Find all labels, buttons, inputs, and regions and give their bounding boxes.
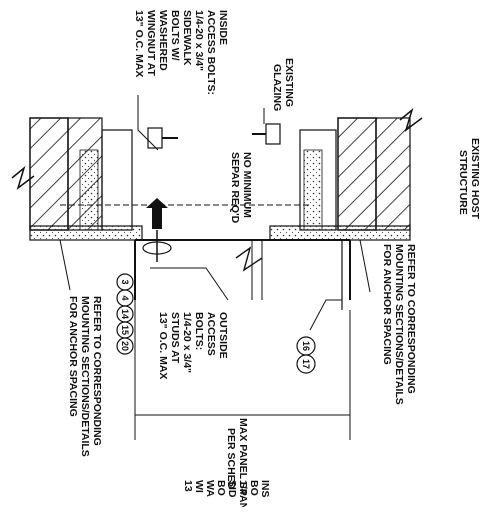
left-host-wall bbox=[11, 117, 178, 241]
separ-line-0: NO MINIMUM bbox=[241, 152, 253, 218]
callout-group-left: 3 4 14 15 20 bbox=[116, 273, 134, 355]
leader-refer-right bbox=[359, 239, 371, 293]
callout-3: 3 bbox=[120, 279, 130, 284]
outside-line-0: OUTSIDE bbox=[217, 312, 229, 359]
host-line-0: EXISTING HOST bbox=[469, 138, 481, 220]
dimension-line bbox=[134, 300, 351, 440]
right-host-wall bbox=[252, 107, 423, 241]
glazing-line-1: GLAZING bbox=[271, 64, 283, 111]
partial-line-5: WA bbox=[204, 480, 216, 497]
callout-15: 15 bbox=[120, 325, 130, 335]
callout-group-right: 16 17 bbox=[296, 336, 316, 374]
inside-line-7: 13" O.C. MAX bbox=[133, 10, 145, 77]
leader-16-17 bbox=[309, 299, 342, 331]
partial-line-6: WI bbox=[193, 480, 205, 493]
refer-left-line-0: REFER TO CORRESPONDING bbox=[91, 296, 103, 446]
leader-outside-bolts bbox=[150, 267, 229, 301]
refer-right-line-0: REFER TO CORRESPONDING bbox=[405, 244, 417, 394]
wingnut-bolt-icon bbox=[142, 198, 172, 262]
note-existing-glazing: EXISTING GLAZING bbox=[271, 58, 295, 111]
glazing-line-0: EXISTING bbox=[283, 58, 295, 107]
refer-left-line-2: FOR ANCHOR SPACING bbox=[67, 296, 79, 417]
note-outside-access-bolts: OUTSIDE ACCESS BOLTS: 1/4-20 x 3/4" STUD… bbox=[157, 312, 229, 379]
outside-line-3: 1/4-20 x 3/4" bbox=[181, 312, 193, 373]
refer-right-line-2: FOR ANCHOR SPACING bbox=[381, 244, 393, 365]
outside-line-1: ACCESS bbox=[205, 312, 217, 356]
outside-line-4: STUDS AT bbox=[169, 312, 181, 364]
partial-line-2: 1/4 bbox=[237, 480, 249, 495]
callout-20: 20 bbox=[120, 341, 130, 351]
note-inside-access-bolts: INSIDE ACCESS BOLTS: 1/4-20 x 3/4" SIDEW… bbox=[133, 10, 229, 95]
refer-right-line-1: MOUNTING SECTIONS/DETAILS bbox=[393, 244, 405, 405]
note-existing-host: EXISTING HOST STRUCTURE bbox=[457, 138, 481, 220]
inside-line-1: ACCESS BOLTS: bbox=[205, 10, 217, 95]
callout-4: 4 bbox=[120, 295, 130, 300]
host-line-1: STRUCTURE bbox=[457, 150, 469, 215]
inside-line-5: WASHERED bbox=[157, 10, 169, 71]
outside-line-2: BOLTS: bbox=[193, 312, 205, 350]
inside-line-6: WINGNUT AT bbox=[145, 10, 157, 76]
span-line-0: MAX PANEL SPAN bbox=[237, 418, 249, 507]
inside-line-3: SIDEWALK bbox=[181, 10, 193, 66]
callout-17: 17 bbox=[301, 359, 311, 369]
note-refer-right: REFER TO CORRESPONDING MOUNTING SECTIONS… bbox=[381, 244, 417, 405]
span-line-1: PER SCHED bbox=[225, 428, 237, 490]
outside-line-5: 13" O.C. MAX bbox=[157, 312, 169, 379]
inside-line-0: INSIDE bbox=[217, 10, 229, 45]
leader-refer-left bbox=[59, 239, 71, 291]
note-no-minimum: NO MINIMUM SEPAR REQ'D bbox=[229, 152, 253, 224]
partial-line-4: BO bbox=[215, 480, 227, 496]
inside-line-4: BOLTS W/ bbox=[169, 10, 181, 61]
separ-line-1: SEPAR REQ'D bbox=[229, 152, 241, 224]
note-refer-left: REFER TO CORRESPONDING MOUNTING SECTIONS… bbox=[67, 296, 103, 457]
inside-line-2: 1/4-20 x 3/4" bbox=[193, 10, 205, 71]
callout-14: 14 bbox=[120, 309, 130, 319]
note-max-panel-span: MAX PANEL SPAN PER SCHED bbox=[225, 418, 249, 510]
partial-line-3: SID bbox=[226, 480, 238, 498]
callout-16: 16 bbox=[301, 341, 311, 351]
storm-panel bbox=[134, 239, 351, 310]
refer-left-line-1: MOUNTING SECTIONS/DETAILS bbox=[79, 296, 91, 457]
partial-line-0: INS bbox=[259, 480, 271, 498]
partial-line-7: 13 bbox=[182, 480, 194, 492]
partial-line-1: BO bbox=[248, 480, 260, 496]
note-inside-partial: INS BO 1/4 SID BO WA WI 13 bbox=[182, 480, 271, 498]
leader-inside-bolts bbox=[137, 95, 159, 151]
